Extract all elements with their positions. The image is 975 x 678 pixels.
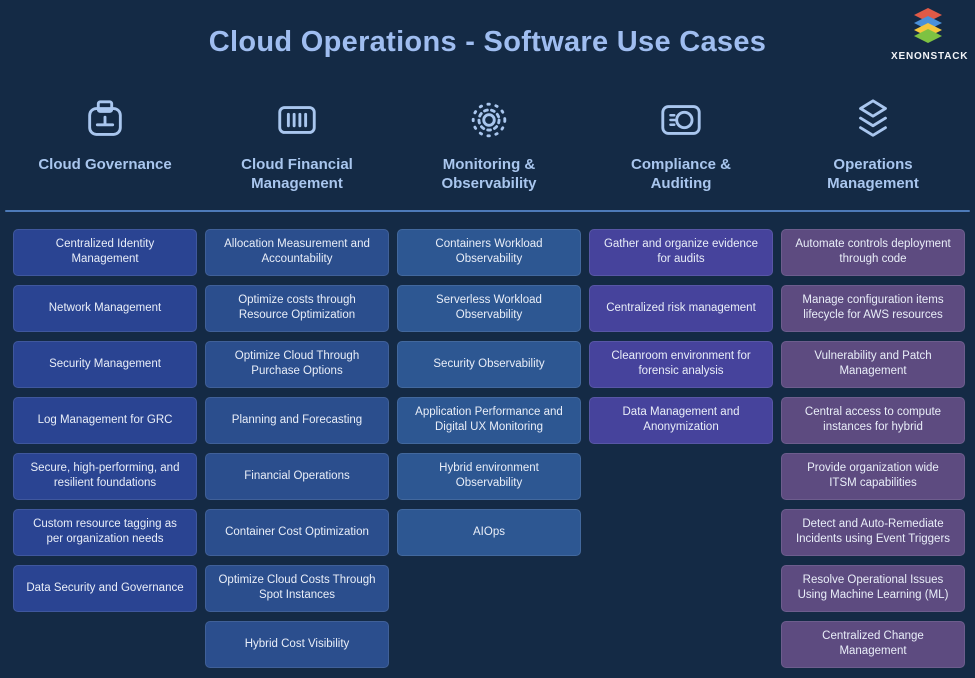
use-case-card: Planning and Forecasting (205, 397, 389, 444)
use-case-card: Hybrid Cost Visibility (205, 621, 389, 668)
use-case-card: Secure, high-performing, and resilient f… (13, 453, 197, 500)
use-case-card: Automate controls deployment through cod… (781, 229, 965, 276)
column-cards-cloud-governance: Centralized Identity ManagementNetwork M… (13, 229, 197, 677)
use-case-card: Centralized risk management (589, 285, 773, 332)
xenonstack-logo-text: XENONSTACK (891, 51, 965, 62)
use-case-card: Log Management for GRC (13, 397, 197, 444)
use-case-card: Manage configuration items lifecycle for… (781, 285, 965, 332)
column-cards-cloud-financial-management: Allocation Measurement and Accountabilit… (205, 229, 389, 677)
xenonstack-logo-icon (911, 31, 945, 48)
gear-observe-icon (397, 94, 581, 146)
column-title: Cloud Financial Management (205, 156, 389, 194)
use-case-card: Cleanroom environment for forensic analy… (589, 341, 773, 388)
use-case-card: Data Management and Anonymization (589, 397, 773, 444)
use-case-card: Container Cost Optimization (205, 509, 389, 556)
column-cards-monitoring-observability: Containers Workload ObservabilityServerl… (397, 229, 581, 677)
use-case-card: Serverless Workload Observability (397, 285, 581, 332)
xenonstack-logo: XENONSTACK (891, 8, 965, 62)
briefcase-icon (13, 94, 197, 146)
use-case-card: Detect and Auto-Remediate Incidents usin… (781, 509, 965, 556)
layers-stack-icon (781, 94, 965, 146)
use-case-card: Optimize costs through Resource Optimiza… (205, 285, 389, 332)
use-case-card: Hybrid environment Observability (397, 453, 581, 500)
use-case-card: Custom resource tagging as per organizat… (13, 509, 197, 556)
use-case-card: Resolve Operational Issues Using Machine… (781, 565, 965, 612)
column-title: Monitoring & Observability (397, 156, 581, 194)
use-case-card: AIOps (397, 509, 581, 556)
column-header-cloud-financial-management: Cloud Financial Management (205, 94, 389, 194)
use-case-card: Security Management (13, 341, 197, 388)
use-case-card: Centralized Change Management (781, 621, 965, 668)
column-header-compliance-auditing: Compliance & Auditing (589, 94, 773, 194)
column-title: Cloud Governance (13, 156, 197, 175)
billing-meter-icon (205, 94, 389, 146)
column-header-monitoring-observability: Monitoring & Observability (397, 94, 581, 194)
column-title: Operations Management (781, 156, 965, 194)
use-case-card: Central access to compute instances for … (781, 397, 965, 444)
use-case-card: Security Observability (397, 341, 581, 388)
page-header: Cloud Operations - Software Use Cases XE… (0, 0, 975, 88)
use-case-card: Optimize Cloud Costs Through Spot Instan… (205, 565, 389, 612)
use-case-card: Centralized Identity Management (13, 229, 197, 276)
use-case-card: Gather and organize evidence for audits (589, 229, 773, 276)
use-case-card: Vulnerability and Patch Management (781, 341, 965, 388)
use-case-card: Data Security and Governance (13, 565, 197, 612)
use-case-card: Allocation Measurement and Accountabilit… (205, 229, 389, 276)
column-header-cloud-governance: Cloud Governance (13, 94, 197, 194)
page-title: Cloud Operations - Software Use Cases (0, 0, 975, 59)
audit-scan-icon (589, 94, 773, 146)
use-case-card: Application Performance and Digital UX M… (397, 397, 581, 444)
column-header-operations-management: Operations Management (781, 94, 965, 194)
use-case-card: Containers Workload Observability (397, 229, 581, 276)
use-case-card: Optimize Cloud Through Purchase Options (205, 341, 389, 388)
use-case-card: Provide organization wide ITSM capabilit… (781, 453, 965, 500)
column-cards-operations-management: Automate controls deployment through cod… (781, 229, 965, 677)
column-headers: Cloud Governance Cloud Financial Manageme… (0, 88, 975, 194)
column-cards-compliance-auditing: Gather and organize evidence for auditsC… (589, 229, 773, 677)
use-case-columns: Centralized Identity ManagementNetwork M… (0, 212, 975, 677)
column-title: Compliance & Auditing (589, 156, 773, 194)
use-case-card: Financial Operations (205, 453, 389, 500)
use-case-card: Network Management (13, 285, 197, 332)
